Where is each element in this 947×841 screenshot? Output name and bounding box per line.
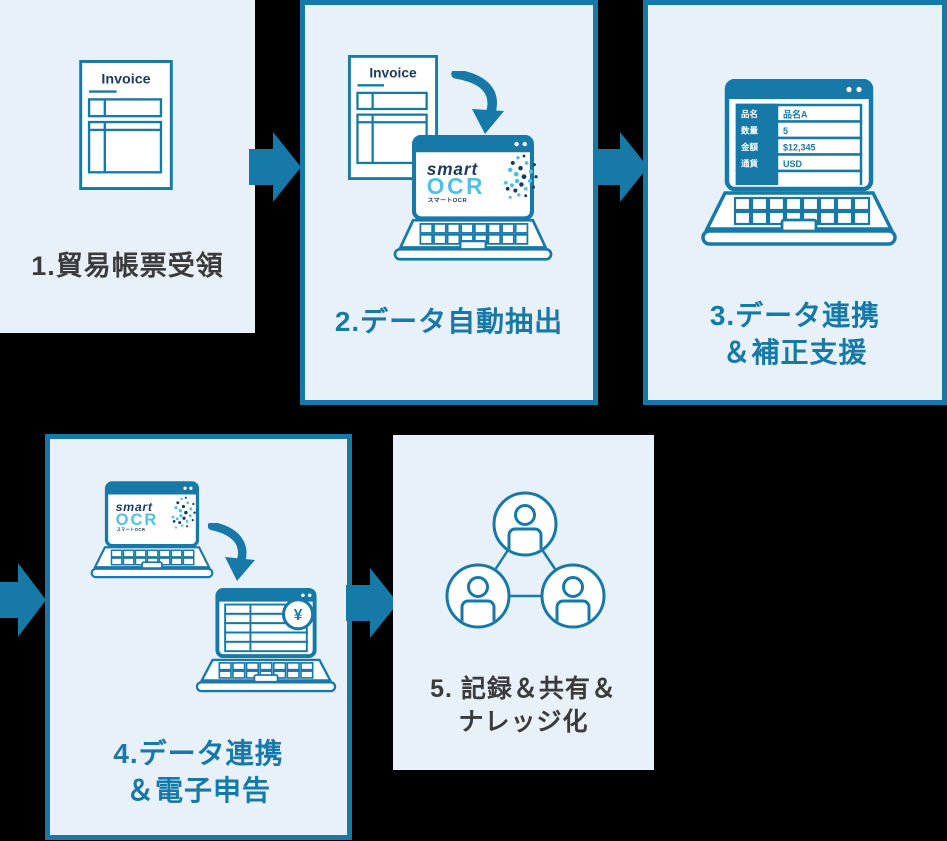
smart-ocr-logo: smart OCR スマートOCR <box>116 496 196 533</box>
flow-arrow-3-icon <box>0 563 46 637</box>
laptop-smart-ocr-icon: smart OCR スマートOCR <box>90 481 214 579</box>
titlebar-dot <box>183 486 187 490</box>
table-row: 通貨 USD <box>735 153 863 173</box>
browser-titlebar <box>217 589 315 602</box>
invoice-paper <box>79 60 173 190</box>
browser-titlebar <box>106 482 198 495</box>
table-row-value: USD <box>783 159 803 169</box>
step4-panel: smart OCR スマートOCR <box>45 434 352 840</box>
laptop-customs-declaration-icon: ¥ <box>195 588 337 693</box>
browser-titlebar <box>727 81 871 99</box>
laptop-base <box>393 247 553 261</box>
logo-word-smart: smart <box>427 159 479 179</box>
step1-label: 1.貿易帳票受領 <box>31 251 224 281</box>
table-row-value: 5 <box>783 126 788 136</box>
laptop-smart-ocr-icon: smart OCR スマートOCR <box>393 135 553 261</box>
logo-dot-burst <box>503 154 538 199</box>
browser-titlebar <box>414 136 532 153</box>
laptop-trackpad <box>459 240 487 251</box>
titlebar-dot <box>522 141 527 147</box>
yen-symbol: ¥ <box>294 607 303 624</box>
step3-label: 3.データ連携 ＆補正支援 <box>648 297 942 371</box>
flow-arrow-4-icon <box>346 568 398 638</box>
step4-label: 4.データ連携 ＆電子申告 <box>50 735 347 809</box>
step3-panel: 品名 品名A 数量 5 金額 $12,345 <box>643 0 947 405</box>
laptop-keyboard <box>701 191 897 246</box>
table-row-value: 品名A <box>783 109 808 120</box>
person-node <box>540 563 606 629</box>
laptop-trackpad <box>141 561 163 569</box>
laptop-keyboard <box>393 218 553 261</box>
table-row-label: 金額 <box>740 142 759 152</box>
step4-label-line1: 4.データ連携 <box>113 738 284 769</box>
invoice-document-icon: Invoice <box>79 60 173 190</box>
laptop-keyboard <box>90 546 214 579</box>
invoice-table-lines <box>356 84 428 165</box>
step5-panel: 5. 記録＆共有＆ ナレッジ化 <box>393 435 654 770</box>
flow-arrow-2-icon <box>596 132 648 202</box>
people-network-icon <box>445 491 606 629</box>
invoice-table-lines <box>87 90 163 174</box>
logo-word-ocr: OCR <box>116 510 159 529</box>
titlebar-dot <box>846 86 852 93</box>
laptop-trackpad <box>253 674 279 683</box>
invoice-title: Invoice <box>369 66 417 81</box>
step3-label-line2: ＆補正支援 <box>722 337 868 368</box>
laptop-data-table-icon: 品名 品名A 数量 5 金額 $12,345 <box>701 79 897 246</box>
table-row-label: 通貨 <box>741 159 759 169</box>
declaration-form-table <box>224 603 308 653</box>
yen-badge: ¥ <box>281 598 315 631</box>
table-row-value: $12,345 <box>783 143 816 153</box>
step3-label-line1: 3.データ連携 <box>709 300 881 331</box>
logo-word-smart: smart <box>116 500 153 514</box>
laptop-keyboard <box>195 658 337 693</box>
logo-word-ocr: OCR <box>427 173 486 199</box>
titlebar-dot <box>308 593 312 598</box>
step5-label-line2: ナレッジ化 <box>458 708 589 736</box>
logo-subtitle: スマートOCR <box>428 197 468 204</box>
table-row-label: 数量 <box>741 126 759 136</box>
titlebar-dot <box>301 593 305 598</box>
laptop-base <box>701 229 897 246</box>
laptop-trackpad <box>780 218 818 233</box>
logo-subtitle: スマートOCR <box>116 527 145 533</box>
step4-label-line2: ＆電子申告 <box>125 775 271 806</box>
laptop-base <box>195 681 337 693</box>
table-row: 品名 品名A <box>735 103 863 123</box>
logo-dot-burst <box>171 496 196 529</box>
laptop-screen <box>411 135 535 221</box>
invoice-title: Invoice <box>101 72 150 88</box>
curved-arrow-down-icon <box>451 71 504 134</box>
smart-ocr-logo: smart OCR スマートOCR <box>427 154 538 204</box>
titlebar-dot <box>856 86 862 93</box>
step2-panel: Invoice smart OCR スマートOCR <box>300 0 598 405</box>
titlebar-dot <box>189 486 193 490</box>
ocr-result-table: 品名 品名A 数量 5 金額 $12,345 <box>735 103 863 185</box>
table-row: 数量 5 <box>735 120 863 140</box>
step2-label: 2.データ自動抽出 <box>334 306 564 337</box>
flow-arrow-1-icon <box>249 132 301 202</box>
laptop-base <box>90 567 214 579</box>
step5-label-line1: 5. 記録＆共有＆ <box>430 675 617 703</box>
titlebar-dot <box>514 141 519 147</box>
person-node <box>445 563 511 629</box>
person-node <box>492 491 558 557</box>
step1-panel: Invoice 1.貿易帳票受領 <box>0 0 255 333</box>
table-row <box>735 169 863 185</box>
table-row: 金額 $12,345 <box>735 136 863 156</box>
step5-label: 5. 記録＆共有＆ ナレッジ化 <box>393 673 654 739</box>
table-row-label: 品名 <box>741 109 758 119</box>
curved-arrow-down-icon <box>208 523 255 581</box>
